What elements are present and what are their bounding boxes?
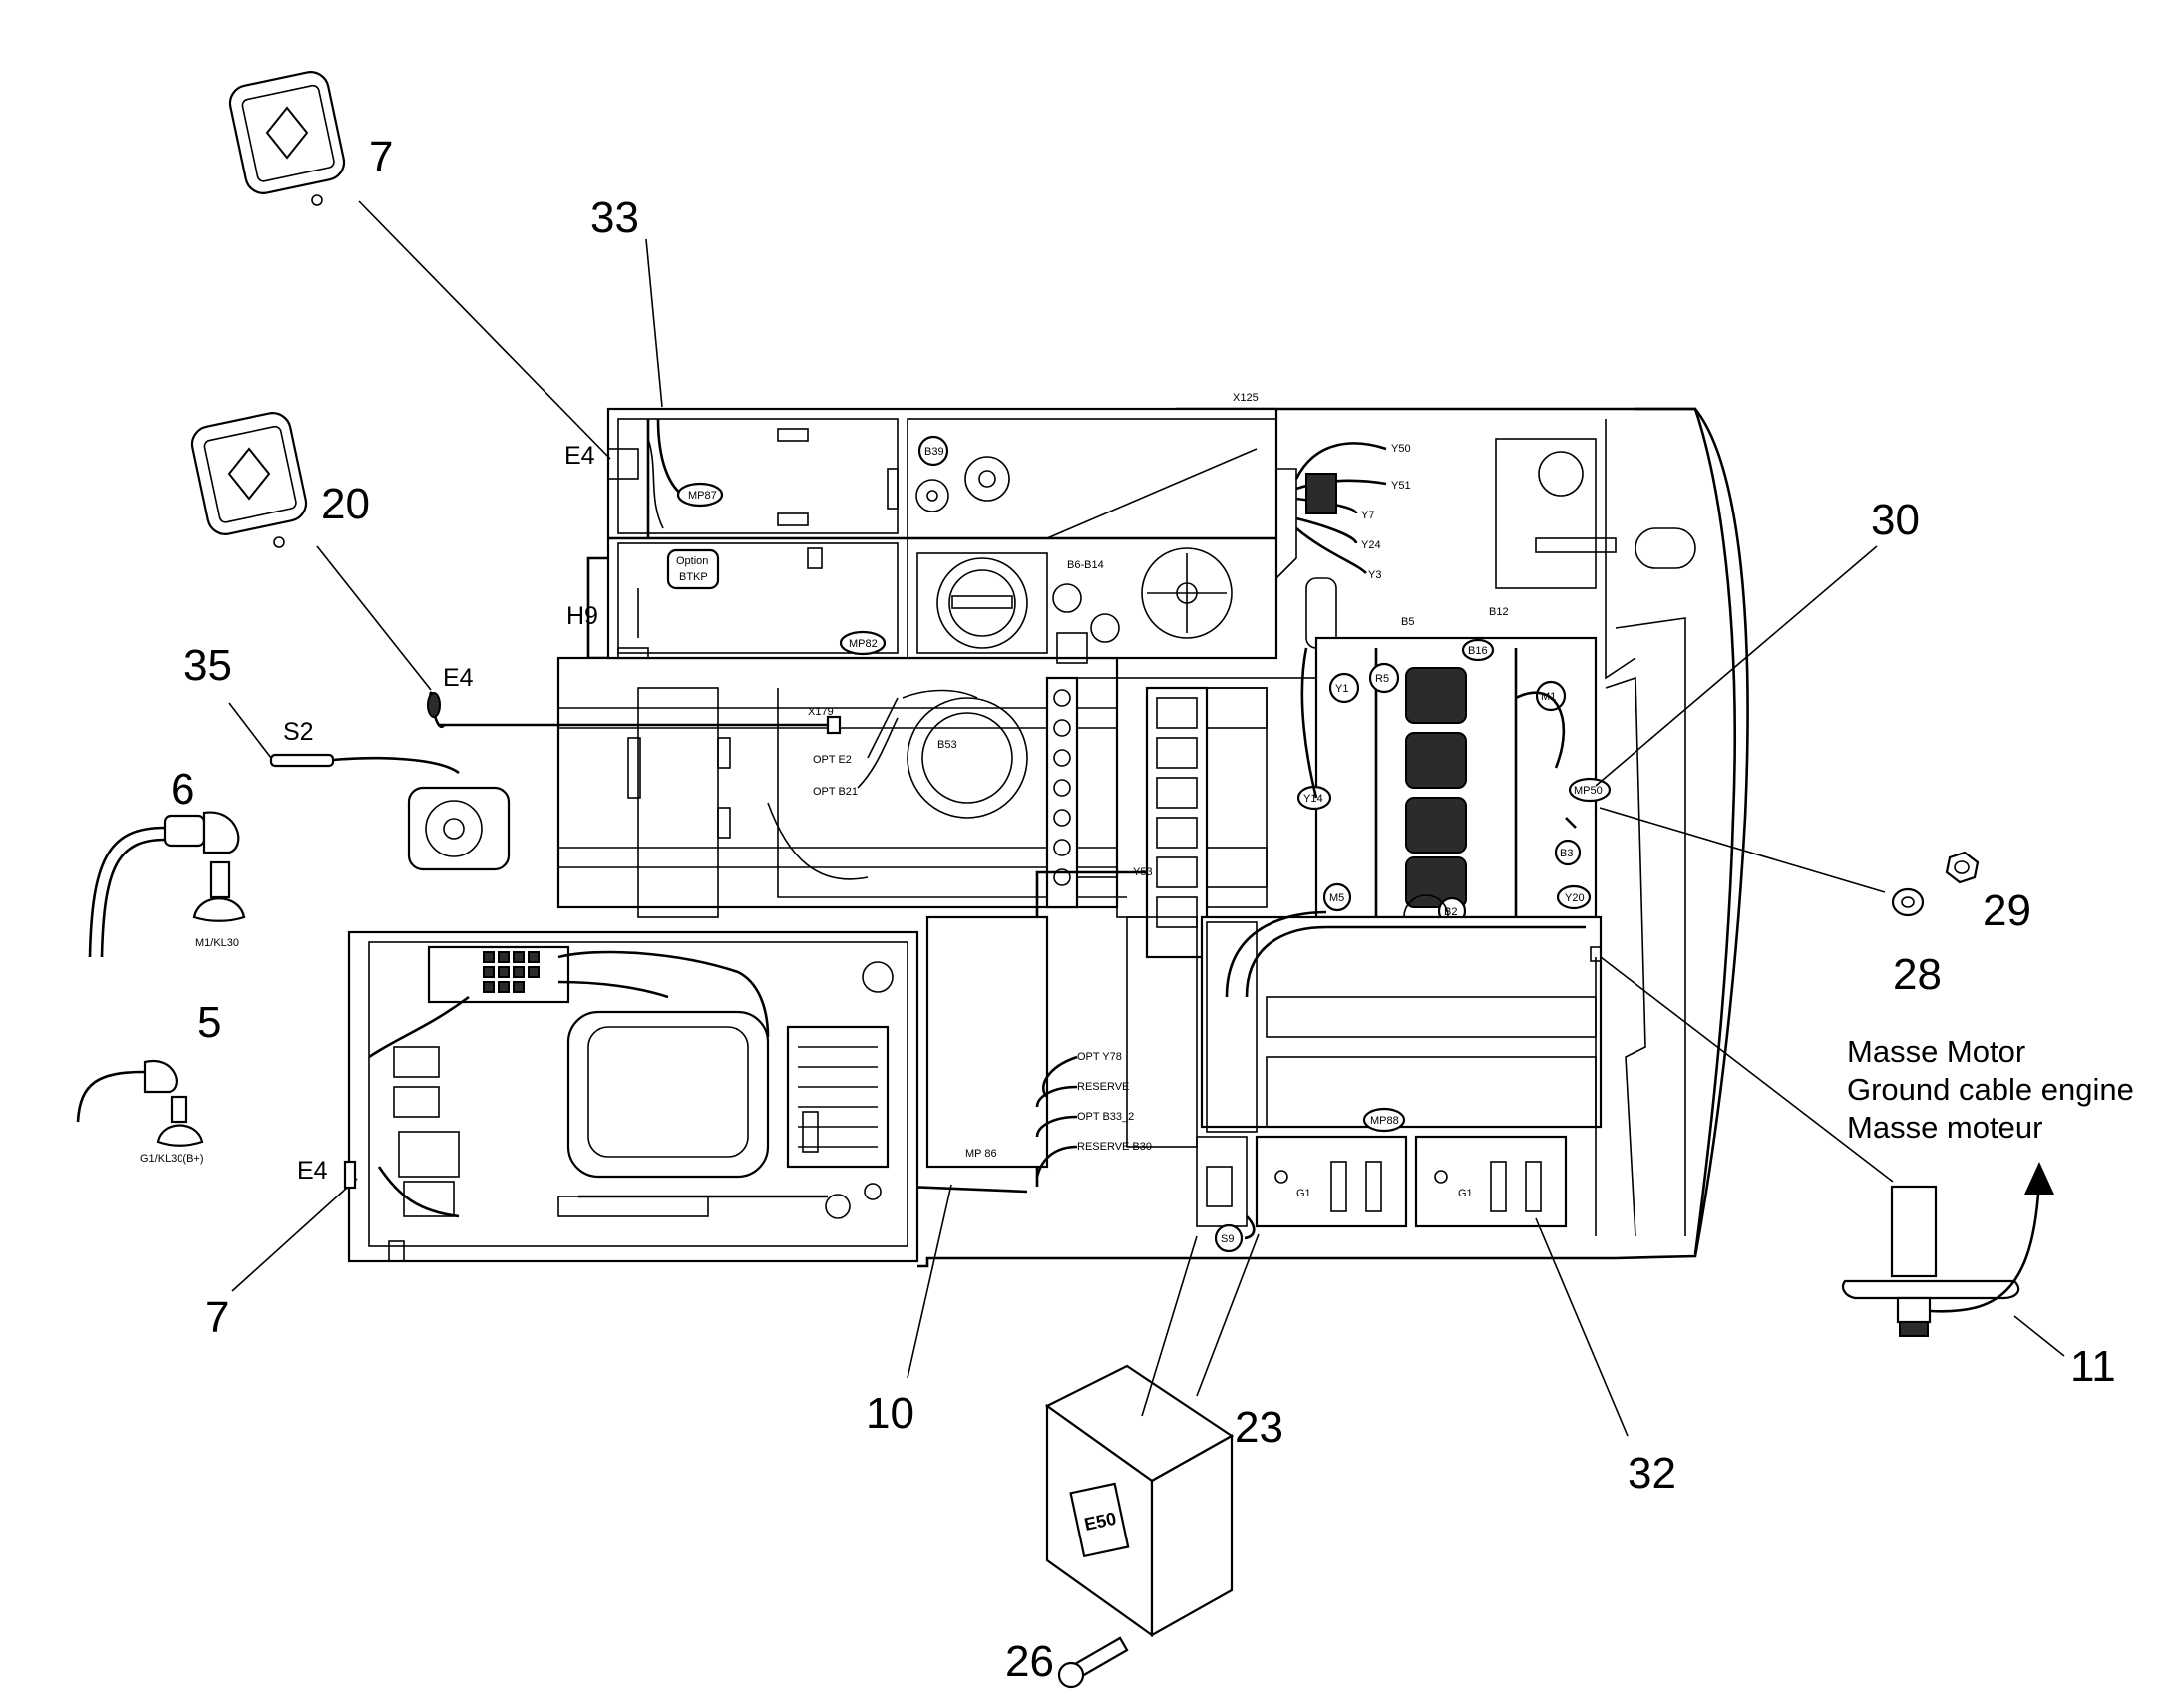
- switch-s2-horn: [269, 753, 511, 871]
- g1-left-label: G1: [1296, 1188, 1311, 1199]
- work-lamp-20: [190, 412, 308, 548]
- s9-label: S9: [1221, 1233, 1234, 1245]
- pump-cells: [1405, 667, 1467, 908]
- ground-cable-note: Masse Motor Ground cable engine Masse mo…: [1847, 1034, 2134, 1145]
- y20-label: Y20: [1565, 892, 1585, 904]
- y14-label: Y14: [1303, 793, 1323, 805]
- mp88-label: MP88: [1370, 1115, 1399, 1127]
- washer-28: [1891, 887, 1925, 917]
- r5-label: R5: [1375, 673, 1389, 685]
- callout-32: 32: [1628, 1449, 1676, 1498]
- control-box-e50: E50: [1044, 1364, 1235, 1638]
- opt-y78-label: OPT Y78: [1077, 1051, 1122, 1063]
- mp86-label: MP 86: [965, 1148, 997, 1160]
- opt-b21-label: OPT B21: [813, 786, 858, 798]
- b5-label: B5: [1401, 616, 1414, 628]
- right-upper-wiring: Y50 Y51 Y7 Y24 Y3: [1294, 438, 1696, 649]
- callout-28: 28: [1893, 950, 1942, 999]
- x125-label: X125: [1233, 392, 1259, 404]
- label-m1-kl30: M1/KL30: [195, 937, 239, 949]
- ground-cable-11: [1841, 1162, 2054, 1337]
- upper-cab-assembly: [606, 407, 1297, 664]
- callout-23: 23: [1235, 1403, 1283, 1452]
- btkp-label: BTKP: [679, 571, 708, 583]
- nut-29: [1945, 851, 1980, 884]
- mp50-label: MP50: [1574, 785, 1603, 797]
- cable-terminal-6: [88, 811, 246, 958]
- mp87-label: MP87: [688, 490, 717, 502]
- middle-wiring: X179 OPT E2 OPT B21 B53: [439, 689, 1028, 819]
- y51-label: Y51: [1391, 480, 1411, 492]
- b3-label: B3: [1560, 848, 1573, 859]
- callout-30: 30: [1871, 496, 1920, 544]
- label-s2: S2: [283, 718, 314, 746]
- valve-block: Y53: [1035, 676, 1209, 1187]
- callout-26: 26: [1005, 1637, 1054, 1686]
- y50-label: Y50: [1391, 443, 1411, 455]
- ground-note-line3: Masse moteur: [1847, 1110, 2042, 1145]
- reserve-label: RESERVE: [1077, 1081, 1129, 1093]
- b12-label: B12: [1489, 606, 1509, 618]
- opt-b33-2-label: OPT B33_2: [1077, 1111, 1134, 1123]
- callout-11: 11: [2070, 1342, 2116, 1391]
- callout-numbers: 7 33 20 35 6 5 7 10 23 26 32 30 29 28 11: [171, 133, 2116, 1686]
- g1-right-label: G1: [1458, 1188, 1473, 1199]
- label-e4-mid: E4: [443, 664, 474, 692]
- relay-grid: [798, 1046, 878, 1148]
- ground-note-line2: Ground cable engine: [1847, 1072, 2134, 1107]
- lower-middle-wiring: MP 86 OPT Y78 RESERVE OPT B33_2 RESERVE …: [906, 915, 1258, 1194]
- lamp-e4-mid: [427, 691, 446, 729]
- label-e4-left: E4: [297, 1157, 328, 1185]
- label-g1-kl30: G1/KL30(B+): [140, 1153, 204, 1165]
- callout-7-bottom: 7: [205, 1293, 229, 1342]
- callout-5: 5: [197, 998, 221, 1047]
- work-lamp-7-top: [228, 71, 346, 206]
- callout-29: 29: [1983, 886, 2031, 935]
- cable-terminal-5: [76, 1059, 204, 1147]
- y3-label: Y3: [1368, 569, 1381, 581]
- option-label: Option: [676, 555, 708, 567]
- callout-20: 20: [321, 480, 370, 528]
- b53-label: B53: [937, 739, 957, 751]
- connector-pins: [483, 951, 540, 993]
- callout-6: 6: [171, 765, 194, 814]
- callout-35: 35: [183, 641, 232, 690]
- leader-lines: [228, 200, 2065, 1437]
- mp82-label: MP82: [849, 638, 878, 650]
- x179-label: X179: [808, 706, 834, 718]
- b16-label: B16: [1468, 645, 1488, 657]
- b39-label: B39: [924, 446, 944, 458]
- callout-7-top: 7: [369, 133, 393, 181]
- label-h9: H9: [566, 602, 598, 630]
- ground-note-line1: Masse Motor: [1847, 1034, 2025, 1069]
- engine-pump-assembly: Y1 R5 M1 B5 B12 B16 Y14 MP50 B3 M5 B2 Y2…: [1296, 606, 1612, 947]
- y7-label: Y7: [1361, 510, 1374, 521]
- label-e4-top: E4: [564, 442, 595, 470]
- battery-radiator-area: MP88 G1 G1 S9: [1196, 910, 1603, 1253]
- cab-electrical-panel: [347, 930, 919, 1263]
- callout-33: 33: [590, 193, 639, 242]
- reserve-b30-label: RESERVE B30: [1077, 1141, 1152, 1153]
- upper-left-wiring: MP87 Option BTKP MP82 B39 B6-B14 X125: [607, 392, 1259, 656]
- screw-26: [1057, 1636, 1129, 1689]
- callout-10: 10: [866, 1389, 914, 1438]
- component-labels: E4 H9 E4 S2 E4 M1/KL30 G1/KL30(B+): [140, 442, 598, 1190]
- opt-e2-label: OPT E2: [813, 754, 852, 766]
- b6-b14-label: B6-B14: [1067, 559, 1104, 571]
- chassis-frame: [556, 407, 1749, 1268]
- battery-terminals: [1274, 1161, 1542, 1212]
- valve-spools: [1053, 689, 1198, 928]
- y24-label: Y24: [1361, 539, 1381, 551]
- m5-label: M5: [1329, 892, 1344, 904]
- y1-label: Y1: [1335, 683, 1348, 695]
